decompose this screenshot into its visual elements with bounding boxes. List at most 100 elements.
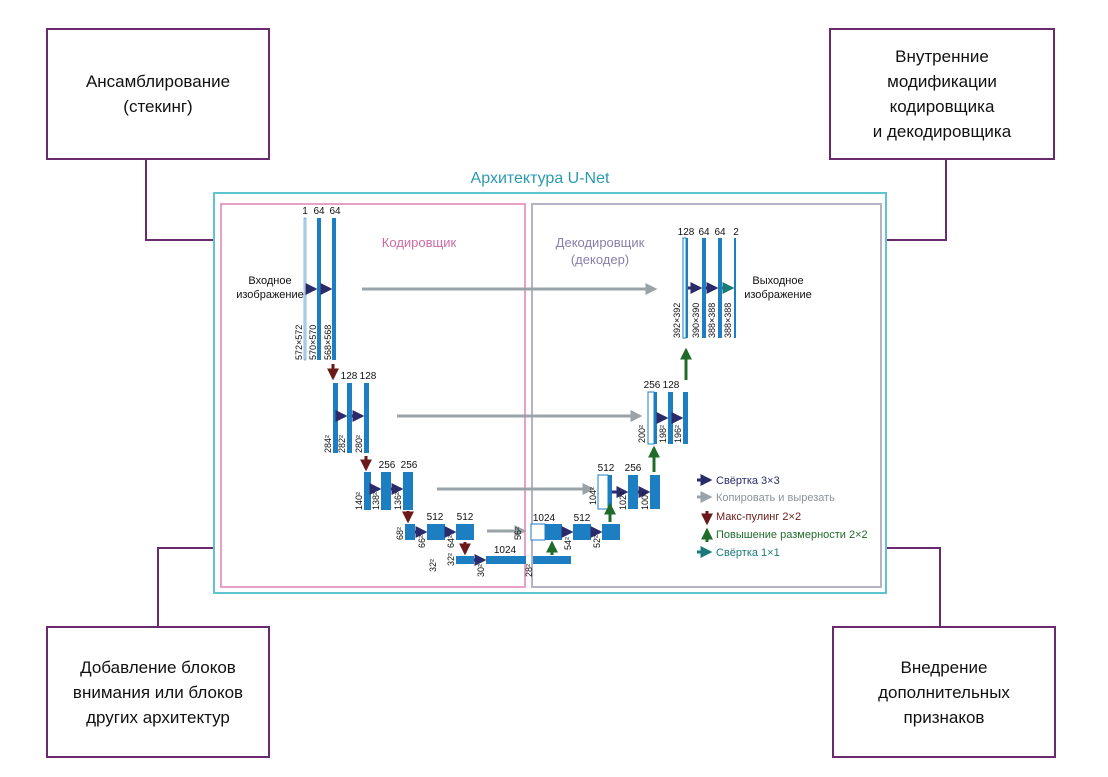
connector-lines — [145, 160, 947, 626]
size-labels: 572×572 570×570 568×568 284² 282² 280² 1… — [294, 303, 733, 577]
sz-d4-2: 52² — [592, 535, 602, 548]
legend-item-copy-crop: Копировать и вырезать — [697, 491, 835, 504]
ch-l4-0: 512 — [427, 512, 444, 523]
legend-item-maxpool: Макс-пулинг 2×2 — [701, 511, 801, 526]
fmap-l4-a — [405, 524, 415, 540]
sz-d1-1: 390×390 — [691, 303, 701, 338]
legend-label: Макс-пулинг 2×2 — [716, 511, 801, 523]
sz-l4-2: 64² — [446, 535, 456, 548]
encoder-frame — [220, 203, 526, 588]
fmap-d2-c — [683, 392, 688, 444]
fmap-d1-copy — [682, 237, 687, 339]
decoder-label-line2: (декодер) — [571, 252, 629, 267]
fmap-d2-a — [654, 392, 657, 444]
fmap-l5-a — [456, 556, 474, 564]
feature-maps — [303, 217, 736, 564]
ch-d1-2: 64 — [714, 227, 726, 238]
decoder-frame — [531, 203, 882, 588]
ch-d3-0: 512 — [598, 463, 615, 474]
legend-item-upconv: Повышение размерности 2×2 — [701, 527, 868, 542]
ch-l5-0: 1024 — [494, 545, 517, 556]
ch-l3-0: 256 — [379, 460, 396, 471]
box-attention-blocks-text: Добавление блоков внимания или блоков др… — [72, 657, 244, 727]
sz-d4-1: 54² — [563, 537, 573, 550]
fmap-d1-a — [686, 238, 688, 338]
ch-l1-0: 1 — [302, 206, 308, 217]
input-label-line1: Входное — [248, 275, 291, 287]
sz-l5-2: 30² — [476, 564, 486, 577]
fmap-d1-c — [718, 238, 722, 338]
decoder-label-line1: Декодировщик — [556, 235, 645, 250]
sz-d2-2: 196² — [673, 425, 683, 443]
fmap-l2-b — [347, 383, 352, 453]
box-encoder-decoder-mods-text: Внутренние модификации кодировщика и дек… — [872, 47, 1012, 141]
fmap-d3-c — [650, 475, 660, 509]
connector-top-left — [145, 160, 214, 241]
ch-l4-1: 512 — [457, 512, 474, 523]
sz-d1-2: 388×388 — [707, 303, 717, 338]
ch-d3-1: 256 — [625, 463, 642, 474]
fmap-d2-b — [668, 392, 673, 444]
fmap-d2-copy — [647, 391, 655, 445]
fmap-l4-b — [427, 524, 445, 540]
ch-d1-1: 64 — [698, 227, 710, 238]
sz-d4-0: 56² — [513, 527, 523, 540]
arrows — [305, 282, 735, 566]
encoder-label: Кодировщик — [382, 235, 457, 250]
fmap-l3-b — [381, 472, 391, 510]
sz-l3-0: 140² — [354, 492, 364, 510]
ch-d2-1: 128 — [663, 380, 680, 391]
unet-frame — [213, 192, 887, 594]
box-encoder-decoder-mods: Внутренние модификации кодировщика и дек… — [829, 28, 1055, 160]
legend: Свёртка 3×3 Копировать и вырезать Макс-п… — [697, 474, 868, 559]
ch-d2-0: 256 — [644, 380, 661, 391]
sz-l5-3: 28² — [524, 564, 534, 577]
fmap-l3-a — [364, 472, 371, 510]
sz-l1-0: 572×572 — [294, 325, 304, 360]
ch-l2-1: 128 — [360, 371, 377, 382]
sz-l4-1: 66² — [417, 535, 427, 548]
sz-d2-0: 200² — [637, 425, 647, 443]
fmap-d3-b — [628, 475, 638, 509]
connector-bottom-right — [886, 547, 941, 626]
fmap-l3-c — [403, 472, 413, 510]
fmap-l4-c — [456, 524, 474, 540]
box-attention-blocks: Добавление блоков внимания или блоков др… — [46, 626, 270, 758]
legend-label: Свёртка 3×3 — [716, 475, 780, 487]
box-extra-features: Внедрение дополнительных признаков — [832, 626, 1056, 758]
sz-d3-1: 102² — [618, 492, 628, 510]
ch-l3-1: 256 — [401, 460, 418, 471]
input-label-line2: изображение — [236, 289, 304, 301]
fmap-d4-a — [545, 524, 562, 540]
ch-d1-3: 2 — [733, 227, 739, 238]
ch-l1-2: 64 — [329, 206, 341, 217]
fmap-l1-input — [303, 217, 307, 361]
ch-d1-0: 128 — [678, 227, 695, 238]
ch-l2-0: 128 — [341, 371, 358, 382]
sz-l2-0: 284² — [323, 435, 333, 453]
unet-title: Архитектура U-Net — [471, 170, 610, 187]
fmap-l1-b — [332, 218, 336, 360]
sz-d3-2: 100² — [640, 492, 650, 510]
connector-top-right — [886, 160, 947, 241]
sz-l3-1: 138² — [371, 492, 381, 510]
sz-l1-2: 568×568 — [323, 325, 333, 360]
legend-label: Свёртка 1×1 — [716, 547, 780, 559]
fmap-d3-a — [608, 475, 612, 509]
fmap-l5-b — [486, 556, 526, 564]
fmap-l2-c — [364, 383, 369, 453]
ch-l1-1: 64 — [313, 206, 325, 217]
fmap-d3-copy — [597, 474, 609, 510]
legend-label: Копировать и вырезать — [716, 492, 835, 504]
ch-d4-1: 512 — [574, 513, 591, 524]
box-extra-features-text: Внедрение дополнительных признаков — [878, 657, 1010, 727]
fmap-d4-b — [573, 524, 591, 540]
sz-l1-1: 570×570 — [308, 325, 318, 360]
connector-bottom-left — [157, 547, 214, 626]
fmap-d1-out — [734, 238, 736, 338]
fmap-d4-copy — [530, 523, 546, 541]
sz-l4-0: 68² — [395, 527, 405, 540]
sz-l3-2: 136² — [393, 492, 403, 510]
sz-l5-1: 32² — [446, 553, 456, 566]
